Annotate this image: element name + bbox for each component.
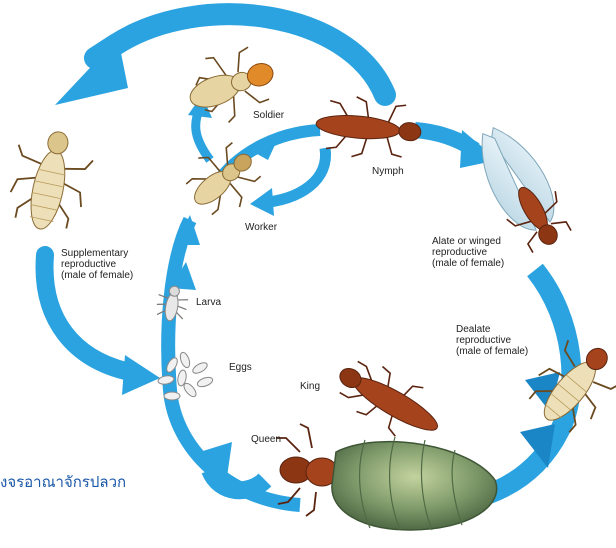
termite-larva-icon	[154, 284, 190, 324]
arrowhead-eggs	[122, 355, 160, 395]
caption-text: งจรอาณาจักรปลวก	[0, 470, 126, 494]
label-king: King	[300, 381, 320, 392]
label-larva: Larva	[196, 297, 221, 308]
label-queen: Queen	[251, 434, 281, 445]
label-worker: Worker	[245, 222, 277, 233]
label-soldier: Soldier	[253, 110, 284, 121]
label-nymph: Nymph	[372, 166, 404, 177]
label-supplementary: Supplementary reproductive (male of fema…	[61, 248, 133, 281]
termite-king-icon	[327, 348, 451, 452]
label-eggs: Eggs	[229, 362, 252, 373]
termite-supplementary-icon	[2, 124, 97, 237]
arrowhead-nymph-worker	[250, 188, 274, 216]
label-alate: Alate or winged reproductive (male of fe…	[432, 236, 504, 269]
termite-queen-icon	[276, 424, 497, 530]
label-dealate: Dealate reproductive (male of female)	[456, 324, 528, 357]
